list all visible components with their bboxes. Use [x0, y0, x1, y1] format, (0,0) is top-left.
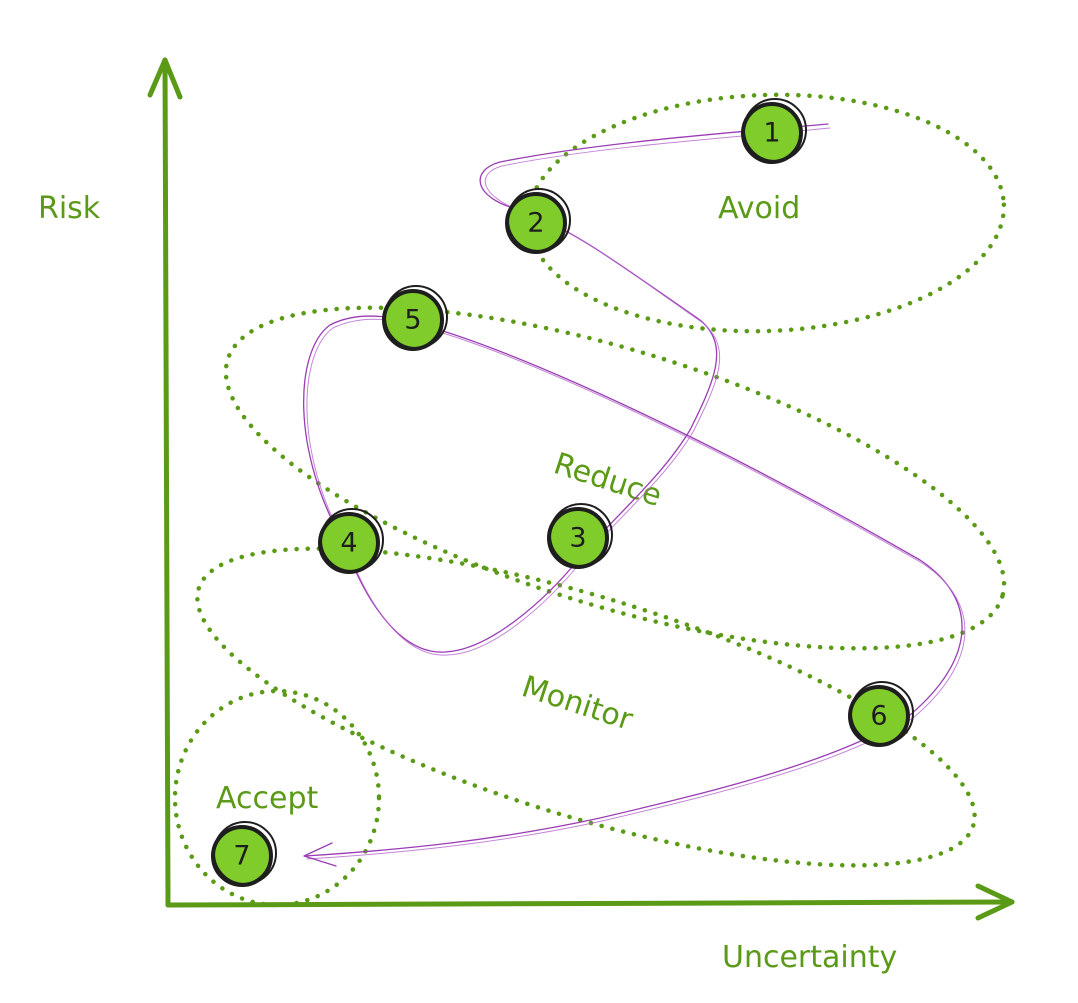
- path-arrowhead: [303, 842, 337, 867]
- zone-accept: [172, 688, 382, 908]
- node-6-label: 6: [870, 701, 887, 732]
- zone-label-monitor: Monitor: [518, 669, 638, 738]
- node-7: 7: [211, 821, 277, 887]
- zone-monitor: [195, 546, 977, 868]
- node-2: 2: [505, 188, 571, 254]
- node-6: 6: [848, 681, 914, 747]
- node-1-label: 1: [763, 118, 780, 149]
- node-5: 5: [382, 285, 448, 351]
- zone-label-reduce: Reduce: [550, 446, 666, 514]
- y-axis-arrow: [147, 57, 183, 100]
- zone-label-avoid: Avoid: [718, 191, 800, 226]
- nodes: 1 2 3 4 5 6 7: [211, 98, 914, 887]
- x-axis: [165, 899, 1015, 908]
- node-7-label: 7: [233, 841, 250, 872]
- node-4-label: 4: [340, 528, 357, 559]
- x-axis-arrow: [975, 883, 1015, 921]
- y-axis: [162, 57, 171, 908]
- y-axis-label: Risk: [38, 191, 101, 226]
- node-4: 4: [318, 508, 384, 574]
- node-3: 3: [547, 503, 613, 569]
- node-3-label: 3: [569, 523, 586, 554]
- axes: [147, 57, 1015, 921]
- zone-reduce: [223, 305, 1007, 651]
- zone-label-accept: Accept: [216, 781, 318, 816]
- x-axis-label: Uncertainty: [722, 940, 897, 975]
- node-1: 1: [741, 98, 807, 164]
- node-5-label: 5: [404, 305, 421, 336]
- node-2-label: 2: [527, 208, 544, 239]
